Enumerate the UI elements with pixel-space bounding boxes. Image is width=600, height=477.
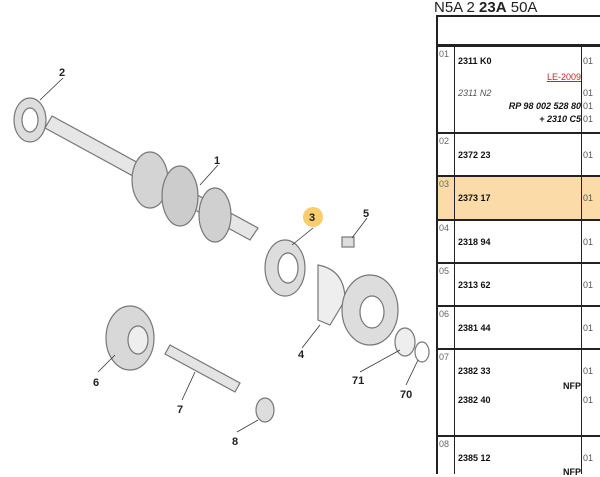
bearing-part-2 [13,97,47,143]
callout-70[interactable]: 70 [400,389,412,401]
quantity: 01 [583,193,594,203]
quantity: 01 [583,453,594,463]
part-reference[interactable]: 2311 N2 [458,88,492,98]
exploded-parts-diagram: 2 1 3 5 4 71 70 6 7 8 [13,67,430,448]
row-number: 06 [439,309,450,319]
callout-highlight [303,207,323,227]
bushing-part-8 [255,397,275,423]
part-reference[interactable]: 2313 62 [458,280,491,290]
part-reference[interactable]: 2372 23 [458,150,491,160]
gear-part-6 [105,305,155,371]
main-shaft-part-1 [44,115,259,243]
row-number: 08 [439,439,450,449]
quantity: 01 [583,237,594,247]
table-row[interactable]: 03 2373 17 01 [436,176,600,220]
part-note: + 2310 C5 [539,114,581,124]
ring-part-70 [414,341,430,363]
callout-1[interactable]: 1 [214,155,220,167]
table-row[interactable]: 04 2318 94 01 [436,220,600,263]
part-reference[interactable]: 2382 40 [458,395,491,405]
bearing-part-3 [264,239,306,297]
part-reference[interactable]: 2385 12 [458,453,491,463]
callout-6[interactable]: 6 [93,377,99,389]
table-row[interactable]: 02 2372 23 01 [436,133,600,176]
quantity: 01 [583,150,594,160]
callout-5[interactable]: 5 [363,208,369,220]
plate-part-4 [317,264,346,326]
quantity: 01 [583,395,594,405]
callout-2[interactable]: 2 [59,67,65,79]
part-reference[interactable]: 2311 K0 [458,56,492,66]
part-reference[interactable]: 2318 94 [458,237,491,247]
gear-part [341,274,399,346]
part-reference[interactable]: 2382 33 [458,366,491,376]
date-link[interactable]: LE-2009 [546,72,581,82]
part-reference[interactable]: 2381 44 [458,323,491,333]
callout-4[interactable]: 4 [298,349,305,361]
quantity: 01 [583,323,594,333]
quantity: 01 [583,88,594,98]
row-number: 03 [439,179,450,189]
row-number: 04 [439,223,450,233]
gearbox-code-title: N5A 2 23A 50A [434,0,538,16]
quantity: 01 [583,280,594,290]
callout-8[interactable]: 8 [232,436,238,448]
callout-3[interactable]: 3 [309,212,315,224]
row-number: 02 [439,136,450,146]
nfp-label: NFP [563,467,581,477]
part-reference[interactable]: 2373 17 [458,193,491,203]
callout-7[interactable]: 7 [177,404,183,416]
quantity: 01 [583,56,594,66]
row-number: 01 [439,49,450,59]
bolt-part-5 [341,236,355,248]
washer-part-71 [394,327,416,357]
table-row[interactable]: 05 2313 62 01 [436,263,600,306]
callout-71[interactable]: 71 [352,375,364,387]
row-number: 05 [439,266,450,276]
quantity: 01 [583,101,594,111]
part-note: RP 98 002 528 80 [508,101,581,111]
table-row[interactable]: 06 2381 44 01 [436,306,600,349]
nfp-label: NFP [563,381,581,391]
quantity: 01 [583,114,594,124]
quantity: 01 [583,366,594,376]
shaft-part-7 [164,344,241,393]
row-number: 07 [439,352,450,362]
